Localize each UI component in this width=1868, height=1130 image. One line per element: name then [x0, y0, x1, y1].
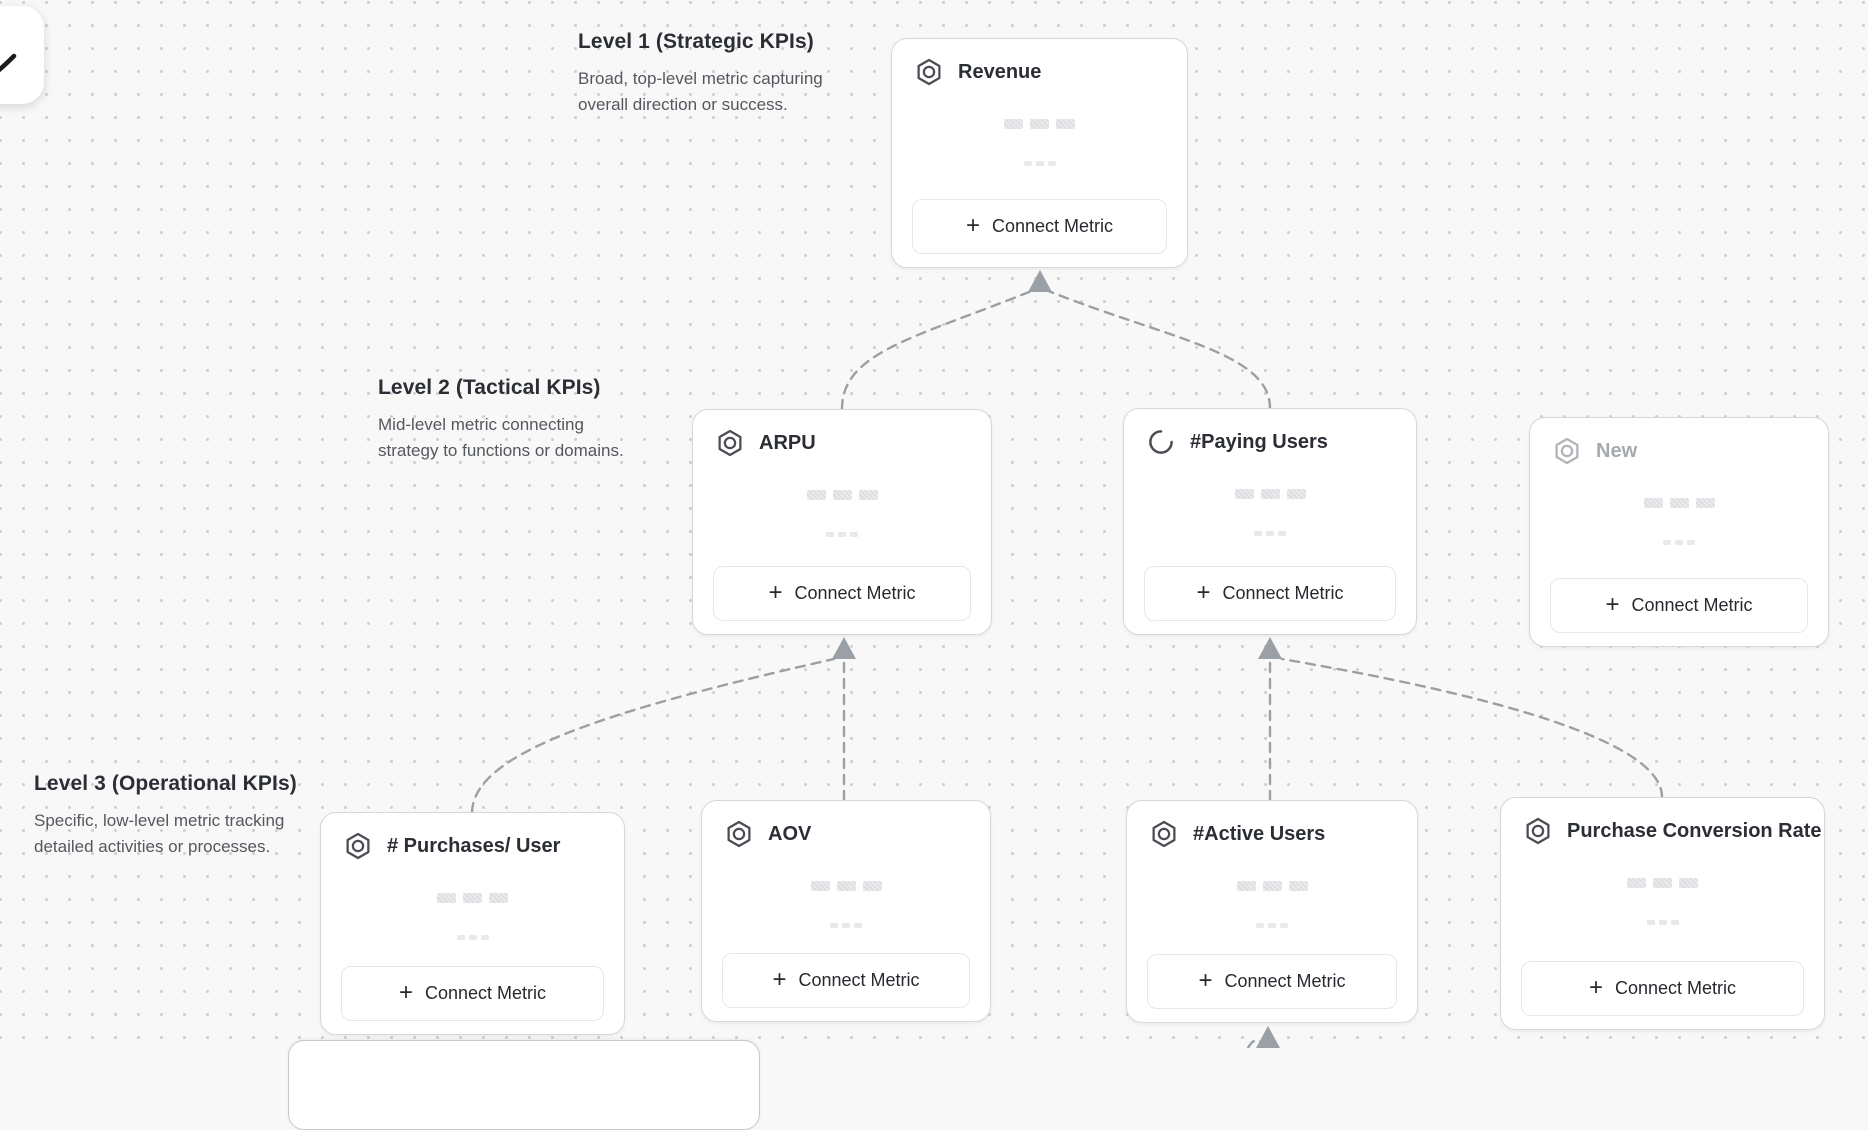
- metric-skeleton-row: [1501, 920, 1824, 925]
- metric-skeleton-row: [1501, 878, 1824, 888]
- metric-skeleton-row: [321, 935, 624, 940]
- hexagon-metric-icon: [715, 428, 745, 458]
- loading-spinner-icon: [1146, 427, 1176, 457]
- metric-skeleton-row: [1124, 489, 1416, 499]
- plus-icon: +: [1605, 590, 1620, 618]
- connect-metric-label: Connect Metric: [794, 583, 916, 603]
- metric-skeleton-row: [1530, 498, 1828, 508]
- connect-metric-button[interactable]: + Connect Metric: [722, 953, 970, 1008]
- edges-layer: [470, 270, 1664, 1048]
- hexagon-metric-icon: [724, 819, 754, 849]
- plus-icon: +: [398, 978, 413, 1006]
- metric-skeleton-row: [1127, 881, 1417, 891]
- connect-metric-label: Connect Metric: [1224, 971, 1346, 991]
- metric-card-active-users[interactable]: #Active Users + Connect Metric: [1126, 800, 1418, 1023]
- metric-card-title: Purchase Conversion Rate: [1567, 819, 1822, 842]
- plus-icon: +: [1588, 973, 1603, 1001]
- level-2-title: Level 2 (Tactical KPIs): [378, 376, 601, 399]
- level-1-title: Level 1 (Strategic KPIs): [578, 30, 814, 53]
- connect-metric-label: Connect Metric: [424, 983, 547, 1003]
- level-1-description: Broad, top-level metric capturing overal…: [578, 69, 823, 114]
- connect-metric-button[interactable]: + Connect Metric: [1550, 578, 1808, 633]
- connect-metric-button[interactable]: + Connect Metric: [912, 199, 1167, 254]
- metric-card-title: Revenue: [958, 60, 1042, 83]
- arrowhead-into-arpu: [832, 637, 856, 659]
- connect-metric-label: Connect Metric: [1222, 583, 1344, 603]
- metric-card-title: #Paying Users: [1190, 430, 1328, 453]
- metric-card-title: AOV: [768, 822, 812, 845]
- tool-panel-partial[interactable]: [0, 6, 44, 104]
- metric-card-new[interactable]: New + Connect Metric: [1529, 417, 1829, 647]
- connect-metric-button[interactable]: + Connect Metric: [1147, 954, 1397, 1009]
- metric-card-arpu[interactable]: ARPU + Connect Metric: [692, 409, 992, 635]
- hexagon-metric-icon: [1149, 819, 1179, 849]
- hexagon-metric-icon: [1523, 816, 1553, 846]
- connect-metric-button[interactable]: + Connect Metric: [1144, 566, 1396, 621]
- level-3-title: Level 3 (Operational KPIs): [34, 772, 297, 795]
- edge-purchases-to-arpu: [470, 657, 836, 814]
- metric-card-purchase-conversion-rate[interactable]: Purchase Conversion Rate + Connect Metri…: [1500, 797, 1825, 1030]
- connect-metric-button[interactable]: + Connect Metric: [1521, 961, 1804, 1016]
- metric-card-revenue[interactable]: Revenue + Connect Metric: [891, 38, 1188, 268]
- metric-skeleton-row: [1127, 923, 1417, 928]
- metric-skeleton-row: [892, 119, 1187, 129]
- plus-icon: +: [772, 965, 787, 993]
- metric-card-title: # Purchases/ User: [387, 834, 561, 857]
- connect-metric-label: Connect Metric: [798, 970, 920, 990]
- metric-card-purchases-per-user[interactable]: # Purchases/ User + Connect Metric: [320, 812, 625, 1035]
- metric-card-paying-users[interactable]: #Paying Users + Connect Metric: [1123, 408, 1417, 635]
- metric-skeleton-row: [321, 893, 624, 903]
- level-3-description: Specific, low-level metric tracking deta…: [34, 811, 285, 856]
- hexagon-metric-icon: [914, 57, 944, 87]
- connect-metric-button[interactable]: + Connect Metric: [341, 966, 604, 1021]
- hexagon-metric-icon: [1552, 436, 1582, 466]
- metric-skeleton-row: [1530, 540, 1828, 545]
- edge-payingusers-to-revenue: [1044, 288, 1272, 410]
- cursor-tool-icon: [0, 53, 17, 73]
- plus-icon: +: [768, 578, 783, 606]
- level-2-description: Mid-level metric connecting strategy to …: [378, 415, 624, 460]
- metric-skeleton-row: [1124, 531, 1416, 536]
- metric-skeleton-row: [702, 881, 990, 891]
- metric-card-title: ARPU: [759, 431, 816, 454]
- metric-card-aov[interactable]: AOV + Connect Metric: [701, 800, 991, 1022]
- metric-skeleton-row: [693, 532, 991, 537]
- plus-icon: +: [1196, 578, 1211, 606]
- plus-icon: +: [1198, 966, 1213, 994]
- hexagon-metric-icon: [343, 831, 373, 861]
- connect-metric-label: Connect Metric: [1614, 978, 1737, 998]
- connect-metric-label: Connect Metric: [1631, 595, 1753, 615]
- metric-skeleton-row: [702, 923, 990, 928]
- arrowhead-into-activeusers: [1256, 1026, 1280, 1048]
- metric-card-title: #Active Users: [1193, 822, 1326, 845]
- metric-card-title: New: [1596, 439, 1638, 462]
- arrowhead-into-payingusers: [1258, 637, 1282, 659]
- connect-metric-button[interactable]: + Connect Metric: [713, 566, 971, 621]
- metric-skeleton-row: [892, 161, 1187, 166]
- edge-arpu-to-revenue: [840, 288, 1036, 411]
- plus-icon: +: [965, 211, 980, 239]
- metric-card-partial-offscreen[interactable]: [288, 1040, 760, 1130]
- edge-pcr-to-payingusers: [1280, 657, 1664, 799]
- arrowhead-into-revenue: [1028, 270, 1052, 292]
- metric-skeleton-row: [693, 490, 991, 500]
- connect-metric-label: Connect Metric: [991, 216, 1114, 236]
